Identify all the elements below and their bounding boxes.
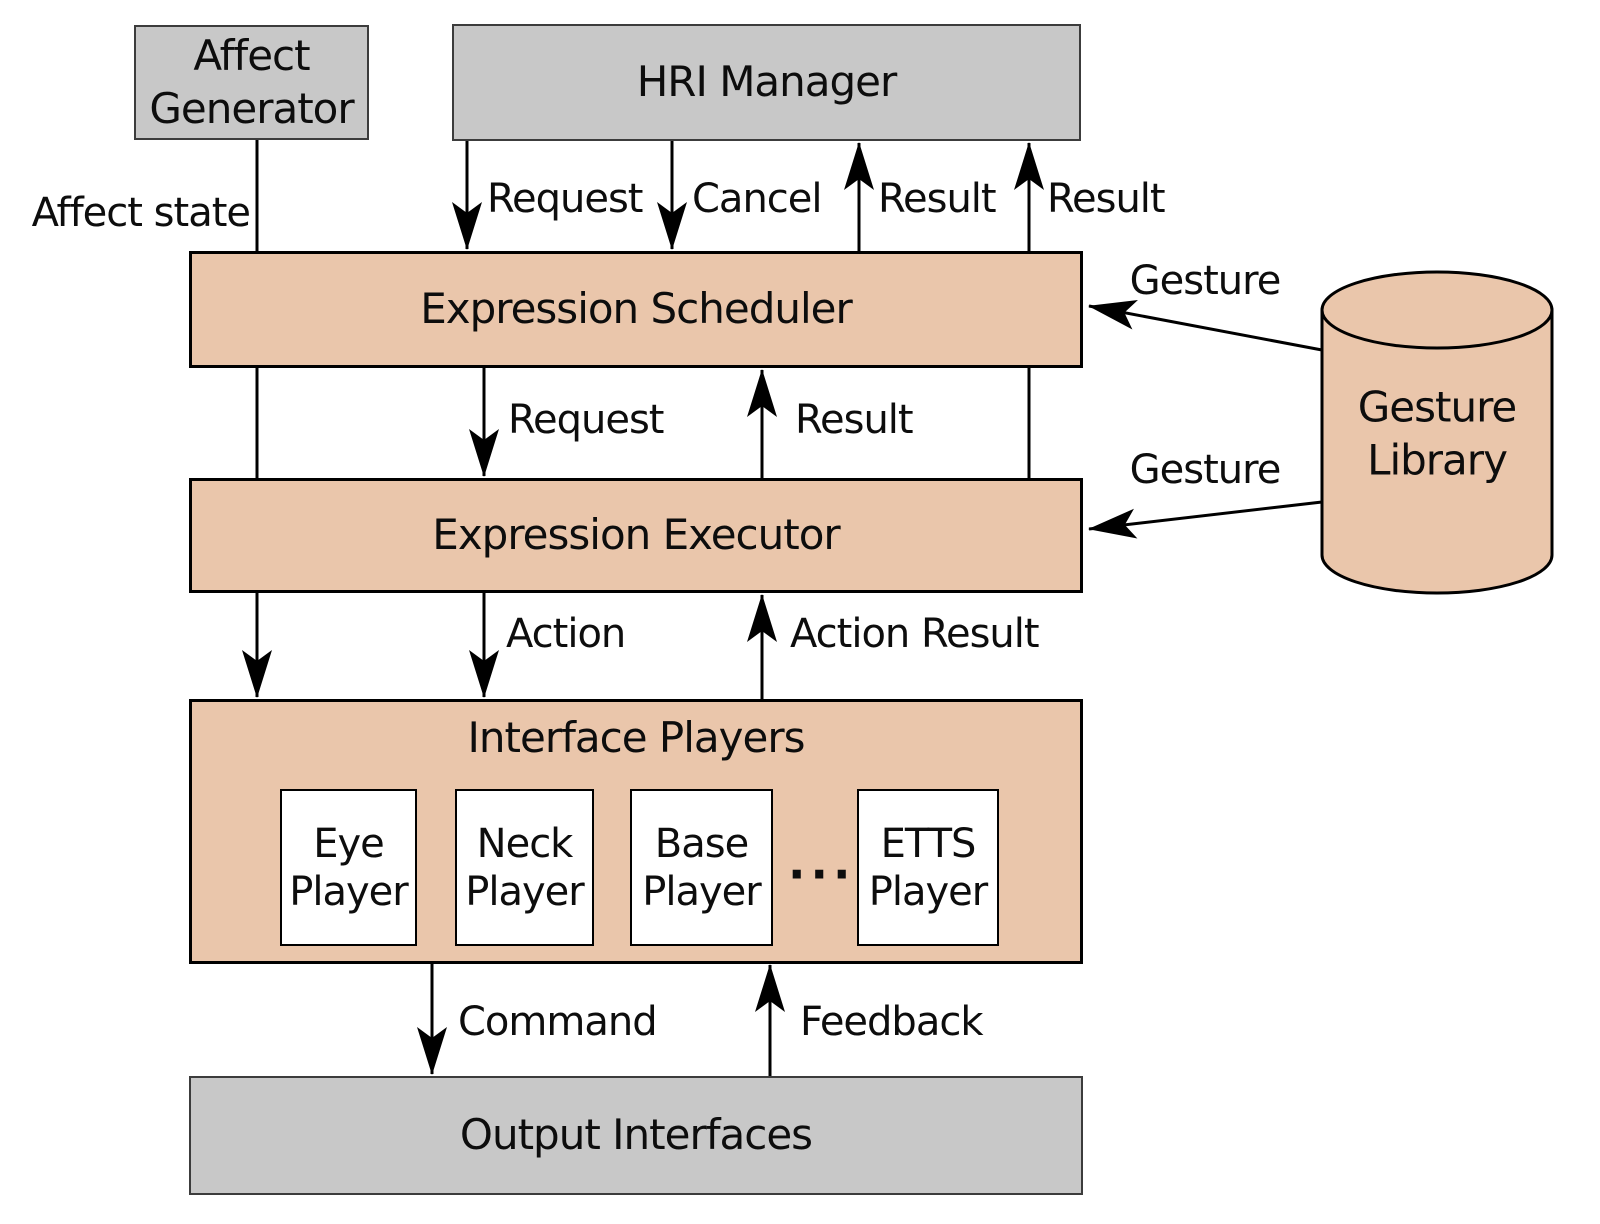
node-label: Affect Generator xyxy=(149,31,354,133)
gesture-library-cylinder xyxy=(1320,270,1554,595)
edge-label-request-mid: Request xyxy=(508,397,664,443)
gesture-library-line1: Gesture xyxy=(1357,382,1518,432)
edge-label-affect-state: Affect state xyxy=(31,190,251,236)
node-affect-generator: Affect Generator xyxy=(134,25,369,140)
node-label: Interface Players xyxy=(467,713,806,762)
gesture-arrow-scheduler xyxy=(1088,299,1323,352)
node-label: Base Player xyxy=(642,820,761,915)
ellipsis-more-players: ... xyxy=(788,835,856,890)
node-hri-manager: HRI Manager xyxy=(452,24,1081,141)
edge-label-action: Action xyxy=(506,611,626,657)
node-etts-player: ETTS Player xyxy=(857,789,999,946)
node-label: Eye Player xyxy=(289,820,408,915)
node-label: HRI Manager xyxy=(636,57,898,107)
node-interface-players: Interface Players Eye Player Neck Player… xyxy=(189,699,1083,964)
edge-label-result-1: Result xyxy=(878,176,997,222)
edge-label-feedback: Feedback xyxy=(800,999,983,1045)
node-label: Neck Player xyxy=(465,820,584,915)
edge-label-request-top: Request xyxy=(487,176,643,222)
edge-label-gesture-executor: Gesture xyxy=(1129,447,1282,493)
edge-label-gesture-scheduler: Gesture xyxy=(1129,258,1282,304)
edge-label-result-2: Result xyxy=(1047,176,1166,222)
edge-label-command: Command xyxy=(458,999,658,1045)
node-label: Output Interfaces xyxy=(459,1110,813,1160)
edge-label-cancel: Cancel xyxy=(692,176,823,222)
edge-label-result-mid: Result xyxy=(795,397,914,443)
gesture-library-line2: Library xyxy=(1367,435,1508,484)
node-label: Expression Executor xyxy=(432,510,840,560)
node-expression-scheduler: Expression Scheduler xyxy=(189,251,1083,368)
node-gesture-library-label: Gesture Library xyxy=(1322,382,1552,487)
node-eye-player: Eye Player xyxy=(280,789,417,946)
node-output-interfaces: Output Interfaces xyxy=(189,1076,1083,1195)
node-neck-player: Neck Player xyxy=(455,789,594,946)
node-label: ETTS Player xyxy=(868,820,988,915)
gesture-arrow-executor xyxy=(1088,500,1323,539)
node-expression-executor: Expression Executor xyxy=(189,478,1083,593)
node-label: Expression Scheduler xyxy=(420,284,853,334)
edge-label-action-result: Action Result xyxy=(790,611,1040,657)
node-base-player: Base Player xyxy=(630,789,773,946)
